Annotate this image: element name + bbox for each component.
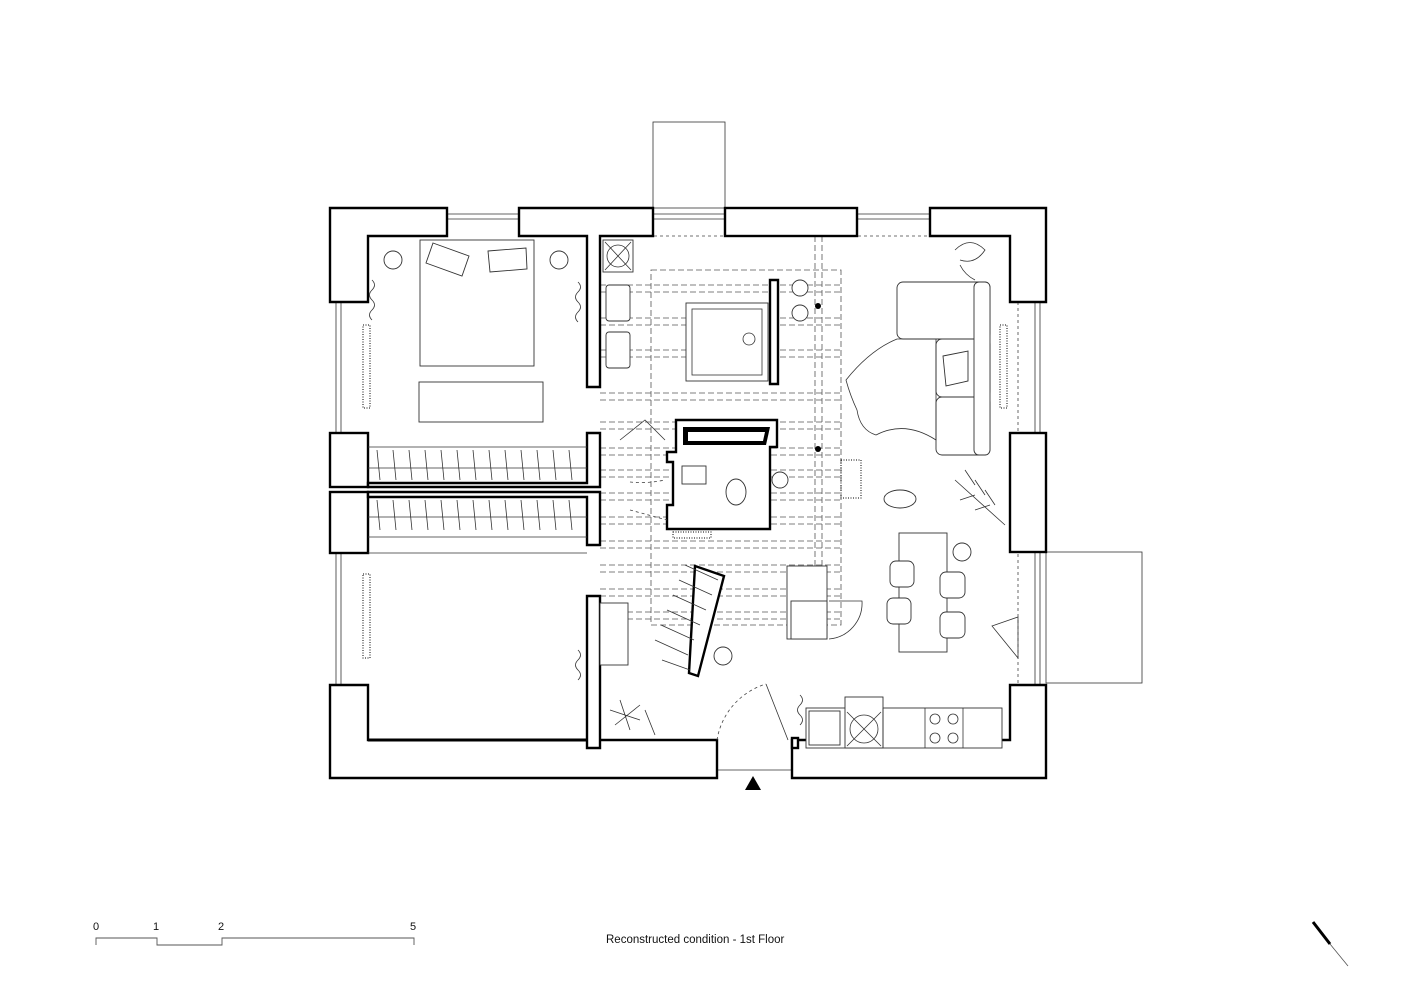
staircase (599, 564, 863, 671)
balcony (1045, 551, 1143, 684)
scale-tick-1: 1 (153, 921, 160, 933)
plant (609, 699, 656, 736)
north-arrow-icon (1311, 921, 1349, 967)
entrance-arrow-icon (745, 776, 761, 790)
curtain (369, 279, 375, 321)
dining-area (886, 532, 1019, 660)
lamp (383, 250, 403, 270)
plant (954, 242, 986, 281)
windows (335, 213, 1041, 771)
scale-tick-5: 5 (410, 921, 417, 933)
entrance-door (716, 683, 789, 741)
drawing-title: Reconstructed condition - 1st Floor (606, 934, 785, 946)
radiator (999, 324, 1008, 409)
rug (845, 338, 937, 441)
pillow (425, 242, 470, 277)
armchair (883, 489, 917, 509)
scale-bar (95, 937, 415, 946)
shower (685, 302, 769, 382)
wardrobe (368, 446, 587, 481)
living-room (840, 242, 1008, 526)
kitchen-sink (808, 710, 841, 746)
bench (418, 381, 544, 423)
bedroom-1 (362, 239, 587, 481)
small-sink (681, 465, 707, 485)
kitchen (797, 694, 1003, 749)
lamp (549, 250, 569, 270)
wardrobe (368, 499, 587, 554)
walls (328, 206, 1048, 780)
radiator (362, 324, 371, 409)
bedroom-2 (362, 499, 587, 681)
pillow (487, 247, 528, 273)
toilet (725, 478, 747, 506)
sink (605, 284, 631, 322)
radiator (362, 573, 371, 659)
plant (954, 469, 1006, 526)
scale-tick-2: 2 (218, 921, 225, 933)
chimney (652, 121, 726, 209)
radiator (840, 459, 862, 499)
bathroom (602, 239, 821, 593)
sink (605, 331, 631, 369)
scale-tick-0: 0 (93, 921, 100, 933)
